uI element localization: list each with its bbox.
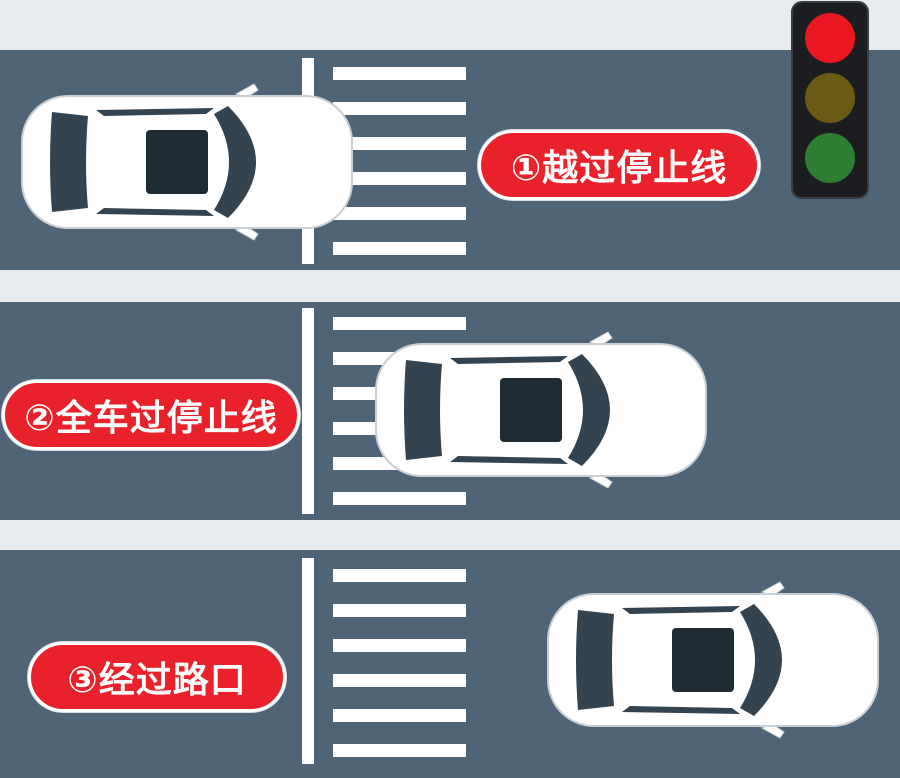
crosswalk-stripe — [333, 137, 466, 150]
stop-line-2 — [302, 308, 314, 514]
red-light-icon — [805, 13, 855, 63]
traffic-light — [791, 1, 869, 199]
green-light-icon — [805, 133, 855, 183]
crosswalk-stripe — [333, 102, 466, 115]
crosswalk-stripe — [333, 207, 466, 220]
crosswalk-stripe — [333, 242, 466, 255]
crosswalk-stripe — [333, 709, 466, 722]
step-label-1: ①越过停止线 — [478, 130, 760, 200]
crosswalk-stripe — [333, 172, 466, 185]
step-label-2: ②全车过停止线 — [2, 380, 300, 450]
crosswalk-stripe — [333, 317, 466, 330]
stop-line-3 — [302, 558, 314, 764]
car-1 — [21, 83, 353, 241]
crosswalk-stripe — [333, 67, 466, 80]
crosswalk-stripe — [333, 604, 466, 617]
car-3 — [547, 581, 879, 739]
crosswalk-stripe — [333, 674, 466, 687]
yellow-light-icon — [805, 73, 855, 123]
car-2 — [375, 331, 707, 489]
crosswalk-stripe — [333, 744, 466, 757]
crosswalk-stripe — [333, 492, 466, 505]
crosswalk-stripe — [333, 639, 466, 652]
step-label-3: ③经过路口 — [28, 642, 286, 712]
crosswalk-stripe — [333, 569, 466, 582]
